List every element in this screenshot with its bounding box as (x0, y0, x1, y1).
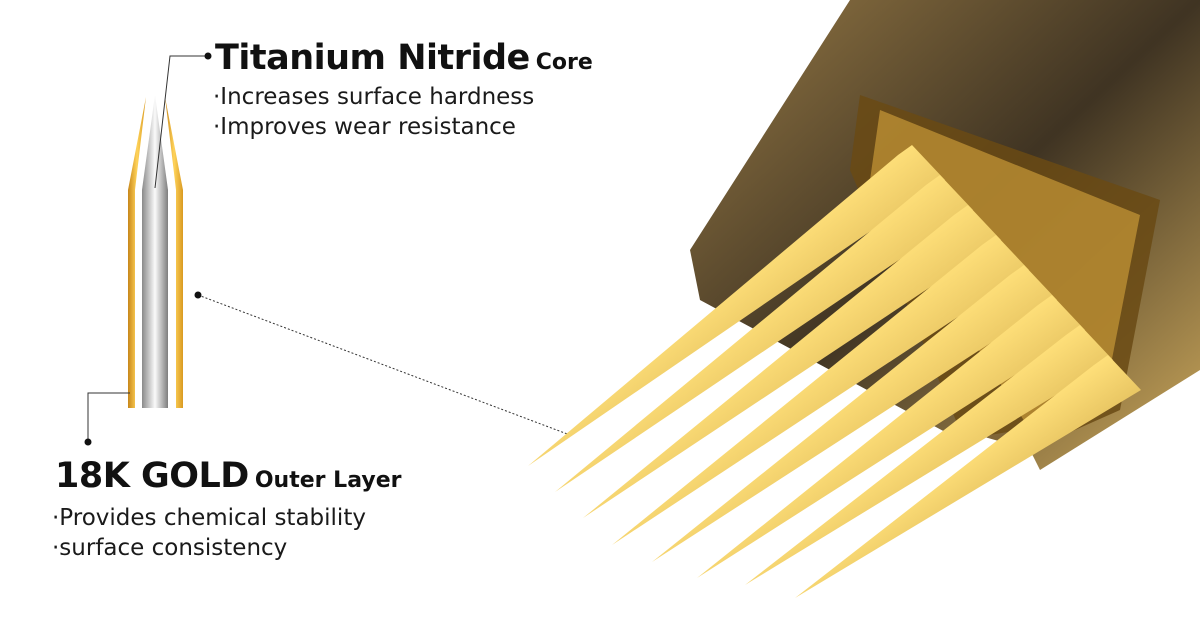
needle (555, 175, 973, 492)
core-title-bold: Titanium Nitride (215, 38, 530, 78)
outer-title-small: Outer Layer (254, 468, 402, 493)
needle (745, 325, 1113, 585)
core-leader-dot (204, 52, 212, 60)
core-leader-line (154, 55, 208, 189)
needle (795, 355, 1141, 598)
needle-group (528, 145, 1141, 598)
outer-bullet-1: ·Provides chemical stability (52, 505, 366, 531)
outer-bullet-2: ·surface consistency (52, 535, 288, 561)
gold-layer-right (165, 97, 183, 408)
needle (697, 295, 1085, 578)
core-bullet-2: ·Improves wear resistance (213, 114, 516, 140)
needle (528, 145, 945, 466)
core-title-small: Core (535, 50, 593, 75)
gold-layer-left (128, 97, 146, 408)
pointer-dotted-line (197, 294, 571, 436)
outer-leader-dot (84, 438, 92, 446)
needle (583, 205, 1001, 518)
outer-leader-line (87, 392, 130, 442)
needle (652, 265, 1057, 562)
needle-cartridge (528, 0, 1200, 598)
core-bullet-1: ·Increases surface hardness (213, 84, 535, 110)
needle (612, 235, 1029, 545)
outer-title-bold: 18K GOLD (55, 456, 249, 496)
titanium-core (142, 95, 168, 408)
pointer-dot (194, 291, 202, 299)
needle-diagram (128, 95, 183, 408)
